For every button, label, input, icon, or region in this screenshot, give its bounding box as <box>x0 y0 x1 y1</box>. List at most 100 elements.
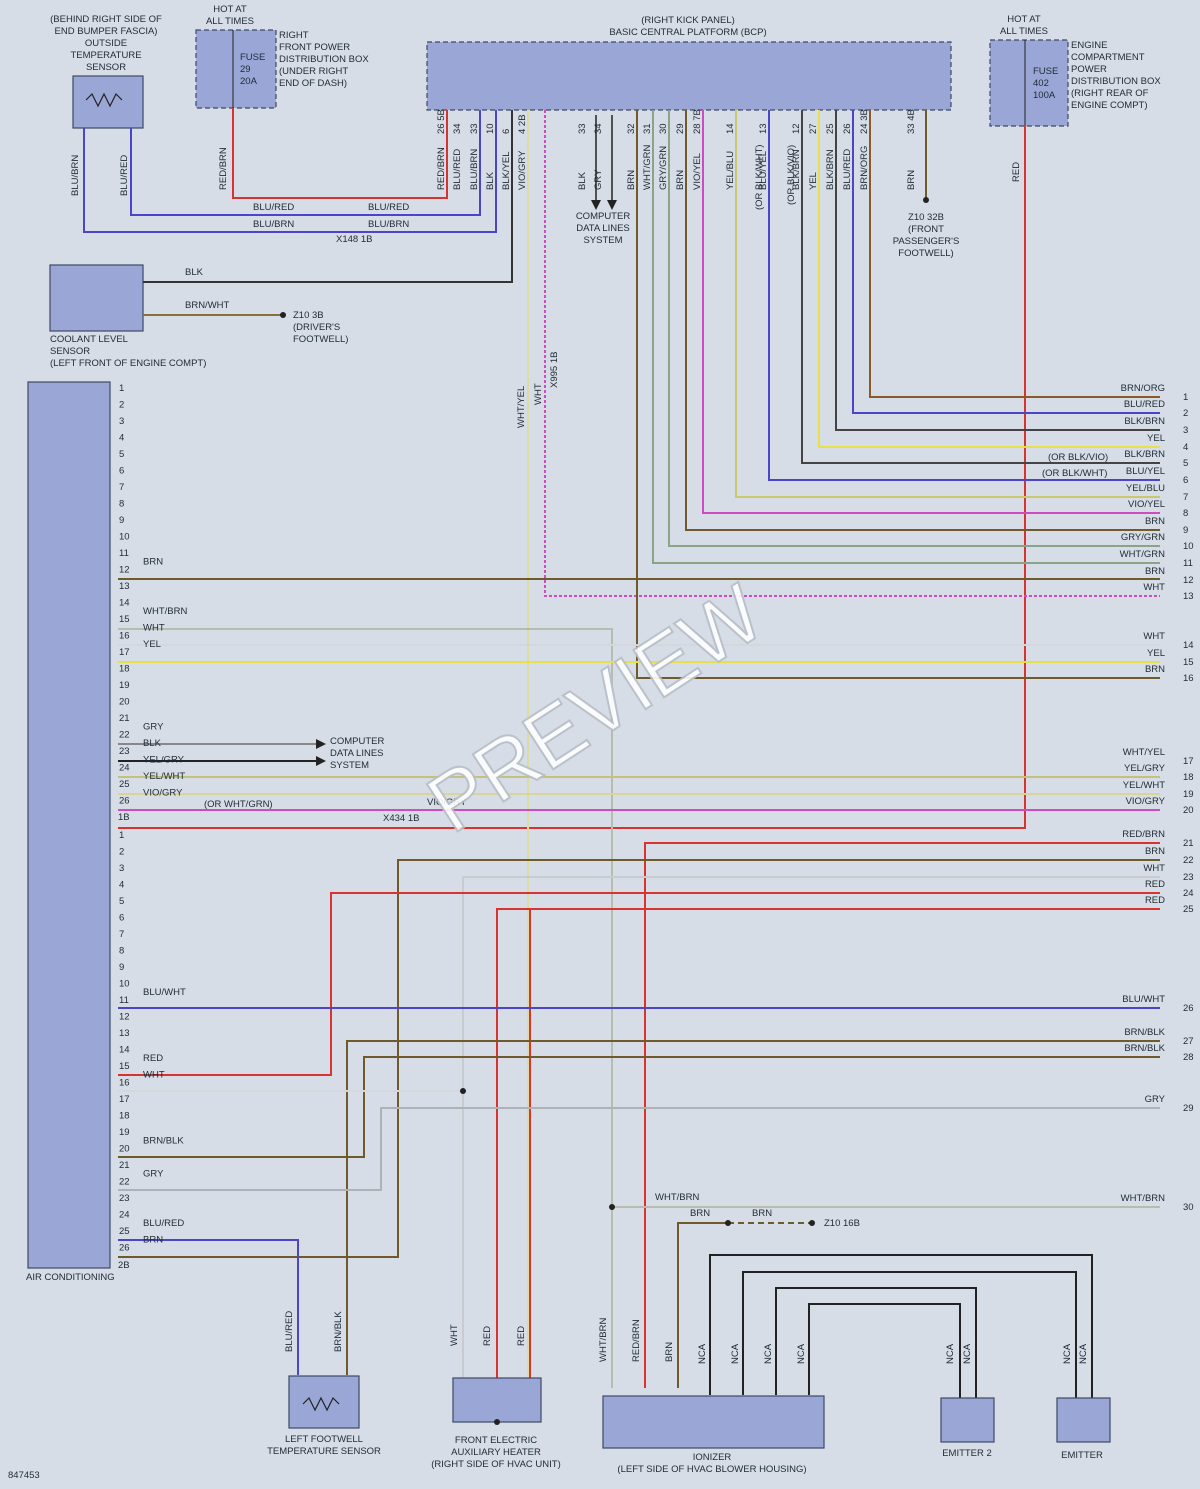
bcp-pin-color-6: BLK <box>577 171 588 190</box>
right-alt-label-2: (OR BLK/WHT) <box>1042 468 1107 479</box>
fuse29-desc-1: RIGHT <box>279 30 309 41</box>
right-ref-num-11: 11 <box>1183 558 1193 569</box>
outside-temp-label-1: (BEHIND RIGHT SIDE OF <box>50 14 162 25</box>
ac-2b-pin-9: 9 <box>119 962 124 973</box>
right-reference-column: 1BRN/ORG2BLU/RED3BLK/BRN4YEL5BLK/BRN6BLU… <box>1120 383 1194 1213</box>
ac-2b-pin-14: 14 <box>119 1045 130 1056</box>
bcp-pin-17: 25 <box>825 123 836 134</box>
splice-brn <box>725 1220 731 1226</box>
label-brn-blk-footwell: BRN/BLK <box>333 1311 344 1352</box>
right-ref-num-12: 12 <box>1183 575 1194 586</box>
right-ref-label-26: BLU/WHT <box>1122 994 1165 1005</box>
bcp-pin-color-11: BRN <box>675 170 686 190</box>
right-ref-num-10: 10 <box>1183 541 1194 552</box>
right-ref-label-4: YEL <box>1147 433 1165 444</box>
label-wht-brn-ionizer: WHT/BRN <box>655 1192 699 1203</box>
label-brn-ionizer-b: BRN <box>752 1208 772 1219</box>
right-alt-label-1: (OR BLK/VIO) <box>1048 452 1108 463</box>
fuse402-hot-2: ALL TIMES <box>1000 26 1048 37</box>
right-ref-num-15: 15 <box>1183 657 1194 668</box>
right-ref-num-4: 4 <box>1183 442 1188 453</box>
bcp-pin-color-7: GRY <box>593 169 604 190</box>
bcp-pin-9: 31 <box>642 123 653 134</box>
bcp-pin-color-9: WHT/GRN <box>642 144 653 190</box>
label-brn-wht: BRN/WHT <box>185 300 230 311</box>
ac-wiring: COMPUTER DATA LINES SYSTEM (OR WHT/GRN) … <box>118 578 1160 1398</box>
right-ref-num-30: 30 <box>1183 1202 1194 1213</box>
label-wht-brn-ionizer-v: WHT/BRN <box>598 1318 609 1362</box>
bcp-pin-8: 32 <box>626 123 637 134</box>
splice-wht-brn <box>609 1204 615 1210</box>
right-ref-num-29: 29 <box>1183 1103 1194 1114</box>
ac-1b-pin-20: 20 <box>119 697 130 708</box>
ac-2b-pin-15: 15 <box>119 1061 130 1072</box>
right-ref-label-6: BLU/YEL <box>1126 466 1165 477</box>
ac-2b-pin-21: 21 <box>119 1160 130 1171</box>
label-red-heater-b: RED <box>516 1326 527 1346</box>
ac-2b-pin-11: 11 <box>119 995 129 1006</box>
right-ref-label-8: VIO/YEL <box>1128 499 1165 510</box>
fuse402-hot-1: HOT AT <box>1007 14 1041 25</box>
right-ref-num-6: 6 <box>1183 475 1188 486</box>
ac-2b-pin-18: 18 <box>119 1111 130 1122</box>
bcp-wire-10 <box>652 110 1160 564</box>
right-ref-label-25: RED <box>1145 895 1165 906</box>
emitter-box <box>1056 1397 1111 1443</box>
bcp-pin-color-8: BRN <box>626 170 637 190</box>
bcp-wire-3 <box>818 110 1160 448</box>
right-ref-label-17: WHT/YEL <box>1123 747 1165 758</box>
bcp-pin-color-5: VIO/GRY <box>517 150 528 190</box>
ac-2b-pin-5: 5 <box>119 896 124 907</box>
bcp-wire-8 <box>685 110 1160 531</box>
ac-1b-label-23: BLK <box>143 738 162 749</box>
right-ref-label-20: VIO/GRY <box>1126 796 1166 807</box>
ac-module-box <box>27 381 111 1269</box>
emitter2-box <box>940 1397 995 1443</box>
bcp-pin-color-10: GRY/GRN <box>658 146 669 190</box>
coolant-label-1: COOLANT LEVEL <box>50 334 128 345</box>
label-red-heater-a: RED <box>482 1326 493 1346</box>
ionizer: IONIZER (LEFT SIDE OF HVAC BLOWER HOUSIN… <box>598 1318 825 1475</box>
ac-1b-label-15: WHT/BRN <box>143 606 187 617</box>
bcp-pin-color-13: YEL/BLU <box>725 151 736 190</box>
fuse29-panel <box>195 29 277 109</box>
label-wht-x995: WHT <box>533 383 544 405</box>
ac-2b-pin-12: 12 <box>119 1012 130 1023</box>
bcp-wire-9 <box>668 110 1160 547</box>
bcp-pin-13: 14 <box>725 123 736 134</box>
ac-2b-label-26: BRN <box>143 1235 163 1246</box>
ac-2b-label-25: BLU/RED <box>143 1218 184 1229</box>
bcp-pin-color-2: BLU/BRN <box>469 149 480 190</box>
label-blu-red-sensor: BLU/RED <box>119 155 130 196</box>
ground-z10-32b-icon <box>923 197 929 203</box>
emitter-2: EMITTER 2 NCA NCA <box>940 1343 995 1459</box>
label-vio-gry-x434: VIO/GRY <box>427 797 467 808</box>
ac-2b-pin-22: 22 <box>119 1177 130 1188</box>
right-ref-num-18: 18 <box>1183 772 1194 783</box>
ac-2b-pin-6: 6 <box>119 913 124 924</box>
ac-1b-pin-8: 8 <box>119 499 124 510</box>
fuse-402-box: HOT AT ALL TIMES FUSE 402 100A ENGINE CO… <box>989 14 1161 127</box>
ground-z10-16b-icon <box>809 1220 815 1226</box>
ac-2b-pin-13: 13 <box>119 1028 130 1039</box>
ac-1b-pin-18: 18 <box>119 664 130 675</box>
emitter: EMITTER NCA NCA <box>1056 1343 1111 1461</box>
bcp-pin-6: 33 <box>577 123 588 134</box>
ground-z10-32b-1: Z10 32B <box>908 212 944 223</box>
right-ref-num-22: 22 <box>1183 855 1194 866</box>
ac-2b-pin-23: 23 <box>119 1193 130 1204</box>
emitter2-label: EMITTER 2 <box>942 1448 992 1459</box>
fuse29-desc-5: END OF DASH) <box>279 78 347 89</box>
splice-wht <box>460 1088 466 1094</box>
ac-pin-numbers: 1234567891011121314151617181920212223242… <box>119 383 130 1254</box>
right-ref-label-22: BRN <box>1145 846 1165 857</box>
ac-1b-pin-11: 11 <box>119 548 129 559</box>
ac-1b-pin-17: 17 <box>119 647 130 658</box>
bcp-pin-0: 26 5B <box>436 109 447 134</box>
ac-1b-pin-1: 1 <box>119 383 124 394</box>
right-ref-num-13: 13 <box>1183 591 1194 602</box>
ac-2b-label-22: GRY <box>143 1169 164 1180</box>
ground-z10-32b-2: (FRONT <box>908 224 944 235</box>
bcp-pin-7: 34 <box>593 123 604 134</box>
